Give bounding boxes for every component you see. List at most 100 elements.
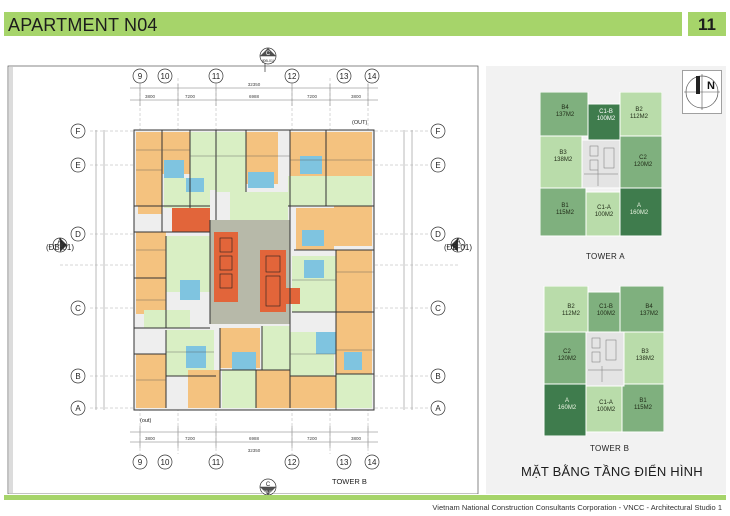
row-label-c-right: C	[435, 304, 441, 313]
compass-north-label: N	[707, 80, 715, 92]
dim-1: 3800	[145, 94, 156, 99]
tower-a-unit-a	[619, 187, 662, 237]
floor-plan-drawing: 9 10 11 12 13 14 9 10 11 12 13 14 F E D …	[7, 60, 479, 494]
dim-4-bottom: 7200	[307, 436, 318, 441]
plan-title: MẶT BẰNG TẦNG ĐIỂN HÌNH	[521, 464, 703, 479]
row-label-a: A	[75, 404, 81, 413]
out-label-top: (OUT)	[352, 120, 367, 126]
tower-a-label: TOWER A	[586, 252, 625, 261]
footer-credit: Vietnam National Construction Consultant…	[432, 503, 722, 512]
row-label-f: F	[76, 127, 81, 136]
page-number: 11	[688, 12, 726, 36]
dim-5-bottom: 3800	[351, 436, 362, 441]
side-marker-ref-left: (ĐB-01)	[46, 243, 74, 252]
side-marker-letter-left: A	[57, 237, 63, 246]
tower-b-unit-b1	[621, 383, 664, 433]
col-label-9-bottom: 9	[138, 458, 143, 467]
row-bubbles-right	[430, 123, 446, 416]
col-label-11-bottom: 11	[212, 458, 221, 467]
section-ref-top: (ĐB-01)	[262, 59, 274, 63]
building-footprint	[134, 130, 374, 410]
row-labels-left: F E D C B A	[75, 127, 81, 413]
room-divisions	[136, 149, 374, 381]
col-label-12-bottom: 12	[288, 458, 297, 467]
row-label-b: B	[75, 372, 80, 381]
dim-4: 7200	[307, 94, 318, 99]
tower-b-unit-c1b	[587, 291, 621, 333]
tower-b-label: TOWER B	[590, 444, 630, 453]
row-label-b-right: B	[435, 372, 440, 381]
page-title: APARTMENT N04	[8, 15, 158, 35]
tower-b-unit-b3	[623, 331, 664, 385]
tower-b-core	[585, 331, 625, 387]
col-label-12: 12	[288, 72, 297, 81]
dim-3-bottom: 6988	[249, 436, 260, 441]
col-label-13: 13	[340, 72, 349, 81]
row-label-e-right: E	[435, 161, 440, 170]
grid-bubbles-top	[132, 68, 380, 84]
elevator-core-right	[260, 250, 286, 312]
elevator-core-left	[214, 232, 238, 302]
section-ref-bottom: (ĐB-01)	[262, 490, 274, 494]
dim-2: 7200	[185, 94, 196, 99]
dim-total-bottom: 32350	[248, 448, 261, 453]
stair-top-left	[172, 208, 210, 232]
wall-outlines	[133, 129, 375, 411]
plan-margin	[9, 67, 13, 493]
col-label-14-bottom: 14	[368, 458, 377, 467]
footer-bar	[4, 495, 726, 500]
col-label-10: 10	[161, 72, 170, 81]
row-label-a-right: A	[435, 404, 441, 413]
row-bubbles-left	[70, 123, 86, 416]
side-dimension-lines	[95, 130, 413, 410]
row-label-c: C	[75, 304, 81, 313]
col-label-9: 9	[138, 72, 143, 81]
dim-total: 32350	[248, 82, 261, 87]
tower-b-keyplan	[543, 286, 664, 436]
row-label-d-right: D	[435, 230, 441, 239]
section-marker-c-bottom: C (ĐB-01)	[259, 478, 277, 496]
tower-a-keyplan	[540, 92, 662, 237]
col-label-14: 14	[368, 72, 377, 81]
section-marker-right: A (ĐB-01)	[444, 237, 472, 253]
dim-3: 6988	[249, 94, 260, 99]
plan-tower-label: TOWER B	[332, 477, 367, 486]
col-label-10-bottom: 10	[161, 458, 170, 467]
tower-a-unit-c1b	[587, 103, 621, 141]
tower-a-core	[581, 139, 621, 189]
side-marker-ref-right: (ĐB-01)	[444, 243, 472, 252]
section-letter-bottom: C	[266, 482, 271, 488]
section-marker-c-top: C (ĐB-01)	[259, 47, 277, 65]
tower-b-unit-c1a	[585, 385, 623, 433]
dim-1-bottom: 3800	[145, 436, 156, 441]
row-label-e: E	[75, 161, 80, 170]
compass-icon: N	[682, 70, 722, 114]
dim-2-bottom: 7200	[185, 436, 196, 441]
dim-5: 3800	[351, 94, 362, 99]
grid-labels-bottom: 9 10 11 12 13 14	[138, 458, 377, 467]
section-letter-top: C	[266, 51, 271, 57]
section-marker-left: A (ĐB-01)	[46, 237, 74, 253]
side-marker-letter-right: A	[455, 237, 461, 246]
row-label-f-right: F	[436, 127, 441, 136]
dimension-texts: 3800 7200 6988 7200 3800 32350 3800 7200…	[145, 82, 362, 453]
row-labels-right: F E D C B A	[435, 127, 441, 413]
grid-bubbles-bottom	[132, 454, 380, 470]
tower-a-unit-b1	[540, 187, 587, 237]
tower-a-unit-b3	[540, 135, 583, 189]
